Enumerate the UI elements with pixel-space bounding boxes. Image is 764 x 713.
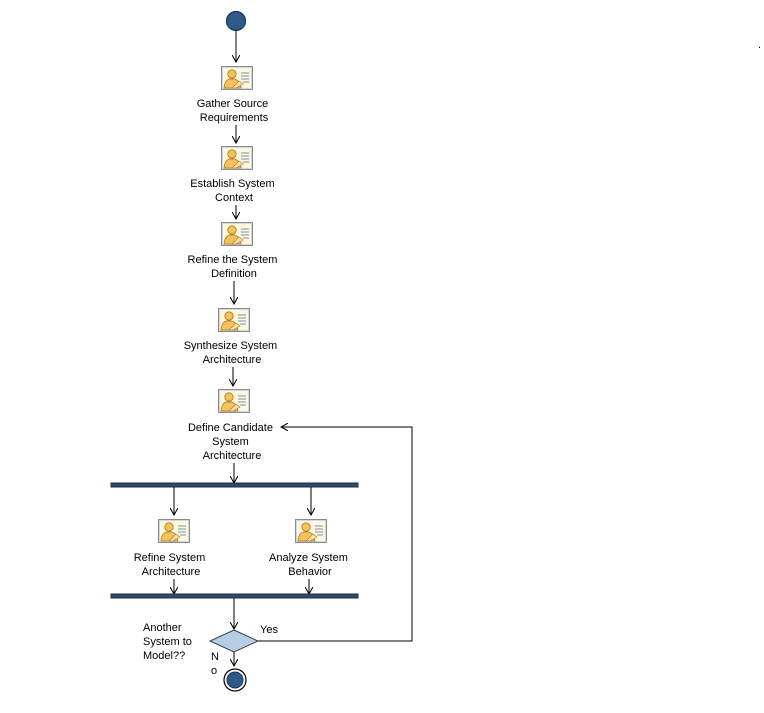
- activity-label-analyze: Analyze System Behavior: [269, 552, 351, 578]
- flow-yes-loop: [258, 427, 413, 642]
- activity-label-synthesize: Synthesize System Architecture: [184, 340, 281, 366]
- decision-node: [208, 629, 260, 653]
- guard-yes-label: Yes: [260, 624, 278, 636]
- initial-node: [225, 10, 247, 32]
- define-candidate-user-task-icon: [218, 389, 250, 413]
- activity-label-refine-architecture: Refine System Architecture: [134, 552, 209, 578]
- activity-label-define-candidate: Define Candidate System Architecture: [188, 422, 276, 462]
- activity-label-gather: Gather Source Requirements: [197, 98, 272, 124]
- establish-user-task-icon: [221, 146, 253, 170]
- fork-bar: [110, 482, 359, 488]
- gather-user-task-icon: [221, 66, 253, 90]
- activity-label-refine-definition: Refine the System Definition: [188, 254, 281, 280]
- decision-question-label: Another System to Model??: [143, 622, 195, 662]
- activity-label-establish: Establish System Context: [190, 178, 277, 204]
- synthesize-user-task-icon: [218, 308, 250, 332]
- stray-mark: .: [758, 39, 761, 51]
- refine-arch-user-task-icon: [158, 519, 190, 543]
- final-node-core: [226, 671, 244, 689]
- refine-def-user-task-icon: [221, 222, 253, 246]
- analyze-user-task-icon: [295, 519, 327, 543]
- guard-no-label: N o: [211, 651, 222, 677]
- join-bar: [110, 593, 359, 599]
